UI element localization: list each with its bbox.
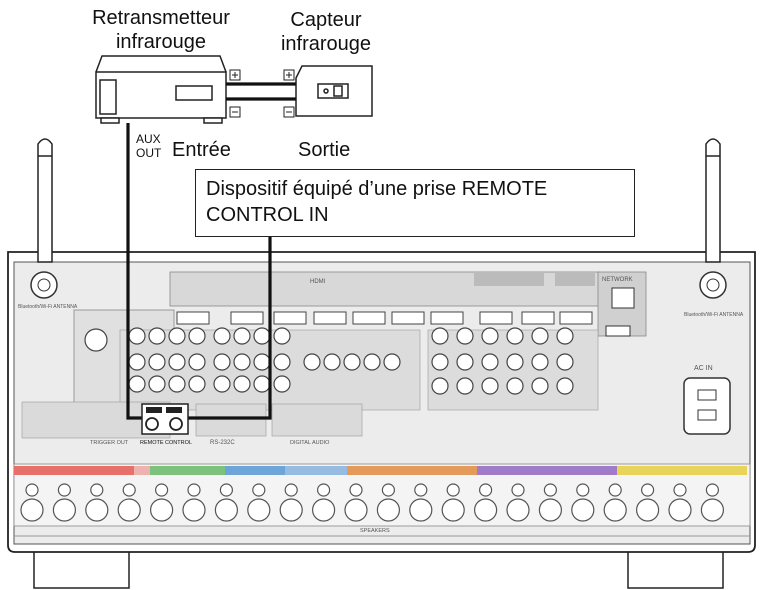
speaker-terminal xyxy=(182,498,206,522)
speaker-terminal xyxy=(635,498,660,522)
aux-out-label-line2: OUT xyxy=(136,146,162,160)
av-receiver xyxy=(7,251,756,553)
speaker-terminal xyxy=(673,483,687,497)
speaker-terminal xyxy=(187,483,201,497)
ir-sensor-label-line2: infrarouge xyxy=(280,33,372,55)
speaker-terminal xyxy=(608,483,622,497)
speaker-terminal xyxy=(214,498,238,522)
speaker-terminal xyxy=(705,483,720,497)
right-antenna xyxy=(705,138,721,263)
speaker-terminal xyxy=(252,483,266,497)
input-label: Entrée xyxy=(172,139,231,161)
speaker-terminal xyxy=(219,483,233,497)
panel-rs232c-label: RS-232C xyxy=(210,440,235,446)
speaker-terminal xyxy=(117,498,141,522)
speaker-terminal xyxy=(511,483,525,497)
speaker-terminal xyxy=(576,483,590,497)
speaker-terminal xyxy=(344,498,368,522)
speaker-terminal xyxy=(640,483,655,497)
speaker-terminal xyxy=(90,483,104,497)
speaker-terminal xyxy=(349,483,363,497)
aux-out-label: AUX OUT xyxy=(136,132,161,160)
panel-remote-control-label: REMOTE CONTROL xyxy=(140,440,192,446)
speaker-terminal xyxy=(441,498,465,522)
speaker-terminal xyxy=(20,498,44,522)
speaker-terminal xyxy=(409,498,433,522)
ir-retransmitter-label-line1: Retransmetteur xyxy=(92,7,230,29)
ir-sensor-label: Capteur infrarouge xyxy=(266,8,386,56)
speaker-terminal xyxy=(85,498,109,522)
panel-ac-in-label: AC IN xyxy=(694,365,713,372)
speaker-terminal xyxy=(312,498,336,522)
ir-sensor-icon xyxy=(295,65,373,117)
speaker-terminal xyxy=(381,483,395,497)
speaker-terminal xyxy=(538,498,563,522)
panel-antenna-right: Bluetooth/Wi-Fi ANTENNA xyxy=(684,312,744,318)
speaker-terminal xyxy=(571,498,595,522)
speaker-terminal xyxy=(376,498,400,522)
ir-retransmitter-icon xyxy=(95,55,227,124)
ac-inlet xyxy=(683,377,731,435)
speaker-terminal xyxy=(150,498,174,522)
left-antenna xyxy=(37,138,53,263)
ir-retransmitter-label-line2: infrarouge xyxy=(115,31,207,53)
right-foot xyxy=(627,549,724,589)
speaker-terminals xyxy=(20,483,725,522)
speaker-terminal xyxy=(543,483,558,497)
speaker-terminal xyxy=(284,483,298,497)
panel-hdmi-label: HDMI xyxy=(310,279,326,285)
panel-trigger-label: TRIGGER OUT xyxy=(90,440,129,446)
speaker-terminal xyxy=(155,483,169,497)
panel-speakers-label: SPEAKERS xyxy=(360,528,390,534)
speaker-terminal xyxy=(57,483,72,497)
speaker-terminal xyxy=(700,498,725,522)
panel-antenna-left: Bluetooth/Wi-Fi ANTENNA xyxy=(18,304,78,310)
speaker-terminal xyxy=(122,483,136,497)
speaker-terminal xyxy=(279,498,303,522)
speaker-terminal xyxy=(317,483,331,497)
hdmi-ports xyxy=(176,311,593,325)
aux-out-label-line1: AUX xyxy=(136,132,161,146)
panel-digital-audio-label: DIGITAL AUDIO xyxy=(290,440,330,446)
remote-control-jacks xyxy=(141,403,189,435)
ir-sensor-label-line1: Capteur xyxy=(290,9,362,31)
ir-retransmitter-label: Retransmetteur infrarouge xyxy=(76,6,246,54)
speaker-terminal xyxy=(52,498,77,522)
speaker-terminal xyxy=(446,483,460,497)
speaker-terminal xyxy=(506,498,530,522)
speaker-terminal xyxy=(414,483,428,497)
left-foot xyxy=(33,549,130,589)
speaker-terminal xyxy=(247,498,271,522)
speaker-terminal xyxy=(474,498,498,522)
speaker-terminal xyxy=(25,483,39,497)
callout-remote-control-in: Dispositif équipé d’une prise REMOTE CON… xyxy=(195,169,635,237)
speaker-terminal xyxy=(603,498,627,522)
speaker-terminal xyxy=(668,498,692,522)
speaker-terminal xyxy=(479,483,493,497)
output-label: Sortie xyxy=(298,139,351,161)
panel-network-label: NETWORK xyxy=(602,277,633,283)
